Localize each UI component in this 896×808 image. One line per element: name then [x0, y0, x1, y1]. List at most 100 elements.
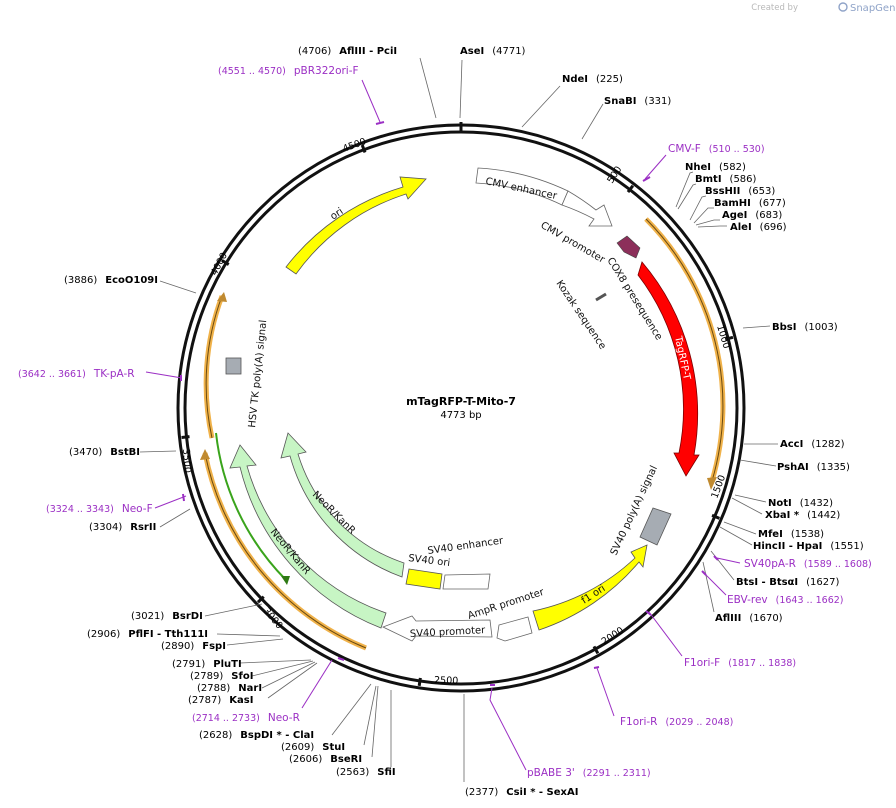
leader-snabi: [581, 103, 604, 140]
leader-ecoO109I: [159, 280, 197, 294]
enzyme-site-ecoo109i-33[interactable]: (3886)EcoO109I: [64, 275, 158, 286]
leader-bstBI: [139, 450, 177, 453]
leader-aleI: [697, 225, 727, 228]
tick-label-2500: 2500: [434, 675, 459, 687]
feature-sv40-ori: [405, 568, 443, 590]
label-sv40-ori: SV40 ori: [408, 553, 451, 569]
orf-band-right-line: [645, 218, 724, 482]
enzyme-site-nhei-4[interactable]: NheI(582): [685, 162, 746, 173]
primer-line-neof: [154, 495, 187, 509]
enzyme-site-nari-25[interactable]: (2788)NarI: [197, 683, 262, 694]
enzyme-site-bsshii-6[interactable]: BssHII(653): [705, 186, 775, 197]
enzyme-site-afliii-0[interactable]: (4706)AflIII - PciI: [298, 46, 397, 57]
primer-markers: [180, 121, 719, 686]
primer-7[interactable]: (2714 .. 2733)Neo-R: [192, 712, 300, 724]
leader-aflIII-pciI: [419, 57, 437, 119]
primer-4[interactable]: F1ori-F(1817 .. 1838): [684, 657, 796, 669]
leader-stuI: [363, 685, 377, 746]
enzyme-site-fspi-28[interactable]: (2890)FspI: [161, 641, 226, 652]
feature-neo-outer: [229, 444, 387, 629]
label-hsv-polya: HSV TK poly(A) signal: [247, 319, 269, 428]
backbone-outer: [176, 123, 746, 693]
primer-8[interactable]: (3324 .. 3343)Neo-F: [46, 503, 153, 515]
enzyme-site-kasi-24[interactable]: (2787)KasI: [188, 695, 253, 706]
primer-line-pbabe: [489, 687, 527, 771]
enzyme-site-xbai-14[interactable]: XbaI *(1442): [765, 510, 840, 521]
enzyme-site-bbsi-10[interactable]: BbsI(1003): [772, 322, 838, 333]
primer-line-sv40pa: [716, 557, 741, 564]
label-neo-outer: NeoR/KanR: [268, 527, 312, 577]
leader-mfeI: [723, 521, 757, 535]
enzyme-site-bseri-21[interactable]: (2606)BseRI: [289, 754, 362, 765]
enzyme-site-bamhi-7[interactable]: BamHI(677): [714, 198, 786, 209]
snapgene-logo-icon: [838, 2, 848, 12]
feature-sv40-enhancer: [442, 573, 491, 590]
leader-bsrDI: [204, 603, 263, 617]
primer-lines: [145, 79, 741, 771]
enzyme-site-snabi-3[interactable]: SnaBI(331): [604, 96, 671, 107]
primer-line-f1orir: [596, 667, 615, 717]
leader-rsrII: [159, 508, 191, 528]
enzyme-site-pflfi-29[interactable]: (2906)PflFI - Tth111I: [87, 629, 208, 640]
primer-2[interactable]: SV40pA-R(1589 .. 1608): [744, 558, 872, 570]
leader-bspDI: [331, 683, 372, 736]
primer-line-f1orif: [648, 611, 683, 657]
enzyme-site-sfoi-26[interactable]: (2789)SfoI: [190, 671, 253, 682]
tick-mark-1000: [724, 335, 734, 341]
feature-neo-inner: [280, 432, 405, 578]
enzyme-site-csii-19[interactable]: (2377)CsiI * - SexAI: [465, 787, 578, 798]
primer-6[interactable]: pBABE 3'(2291 .. 2311): [527, 767, 651, 779]
enzyme-site-rsrii-31[interactable]: (3304)RsrII: [89, 522, 156, 533]
primer-5[interactable]: F1ori-R(2029 .. 2048): [620, 716, 733, 728]
leader-bsshII: [689, 195, 707, 221]
enzyme-site-acci-11[interactable]: AccI(1282): [780, 439, 845, 450]
primer-0[interactable]: (4551 .. 4570)pBR322ori-F: [218, 65, 359, 77]
feature-hsv-polya: [225, 357, 242, 375]
leader-xbaI: [731, 497, 763, 515]
feature-sv40-promoter: [381, 615, 493, 642]
leader-bmtI: [677, 183, 697, 210]
feature-f1-ori: [532, 544, 648, 631]
orf-band-left-upper-line: [205, 295, 223, 439]
tick-mark-1500: [711, 513, 720, 520]
enzyme-site-alei-9[interactable]: AleI(696): [730, 222, 787, 233]
label-sv40-promoter: SV40 promoter: [410, 625, 487, 640]
tick-mark-3500: [181, 435, 190, 439]
enzyme-site-bstbi-32[interactable]: (3470)BstBI: [69, 447, 140, 458]
leader-notI: [734, 494, 767, 503]
feature-tagrfp: [637, 261, 700, 477]
leader-hincII: [719, 526, 753, 546]
primer-1[interactable]: CMV-F(510 .. 530): [668, 143, 765, 155]
primer-line-ebv: [704, 573, 727, 596]
enzyme-site-btsi-17[interactable]: BtsI - BtsαI(1627): [736, 577, 839, 588]
enzyme-site-pluti-27[interactable]: (2791)PluTI: [172, 659, 242, 670]
enzyme-site-hincii-16[interactable]: HincII - HpaI(1551): [753, 541, 864, 552]
leader-lines: [139, 57, 778, 782]
enzyme-site-noti-13[interactable]: NotI(1432): [768, 498, 833, 509]
enzyme-site-bspdi-23[interactable]: (2628)BspDI * - ClaI: [199, 730, 314, 741]
enzyme-site-bmti-5[interactable]: BmtI(586): [695, 174, 757, 185]
leader-btsI: [710, 550, 735, 581]
green-orf-arrow: [281, 576, 290, 585]
tick-mark-2000: [592, 645, 600, 655]
leader-aflIII-2: [702, 561, 715, 613]
primer-3[interactable]: EBV-rev(1643 .. 1662): [727, 594, 844, 606]
enzyme-site-pshai-12[interactable]: PshAI(1335): [777, 462, 850, 473]
enzyme-site-bsrdi-30[interactable]: (3021)BsrDI: [131, 611, 203, 622]
tick-mark-4500: [360, 144, 367, 153]
enzyme-site-sfii-20[interactable]: (2563)SfiI: [336, 767, 396, 778]
feature-cmv-promoter-arrow: [561, 190, 613, 227]
enzyme-site-asei-1[interactable]: AseI(4771): [460, 46, 526, 57]
enzyme-site-ndei-2[interactable]: NdeI(225): [562, 74, 623, 85]
feature-kozak: [595, 292, 607, 302]
enzyme-labels: (4706)AflIII - PciI AseI(4771) NdeI(225) Sn…: [64, 46, 864, 798]
tick-mark-500: [626, 184, 635, 193]
enzyme-site-stui-22[interactable]: (2609)StuI: [281, 742, 345, 753]
enzyme-site-afliii-18[interactable]: AflIII(1670): [715, 613, 783, 624]
enzyme-site-agei-8[interactable]: AgeI(683): [722, 210, 782, 221]
primer-9[interactable]: (3642 .. 3661)TK-pA-R: [18, 368, 135, 380]
tick-label-3500: 3500: [180, 448, 193, 473]
feature-ampr-promoter: [496, 616, 533, 642]
leader-bbsI: [742, 325, 771, 329]
enzyme-site-mfei-15[interactable]: MfeI(1538): [758, 529, 824, 540]
